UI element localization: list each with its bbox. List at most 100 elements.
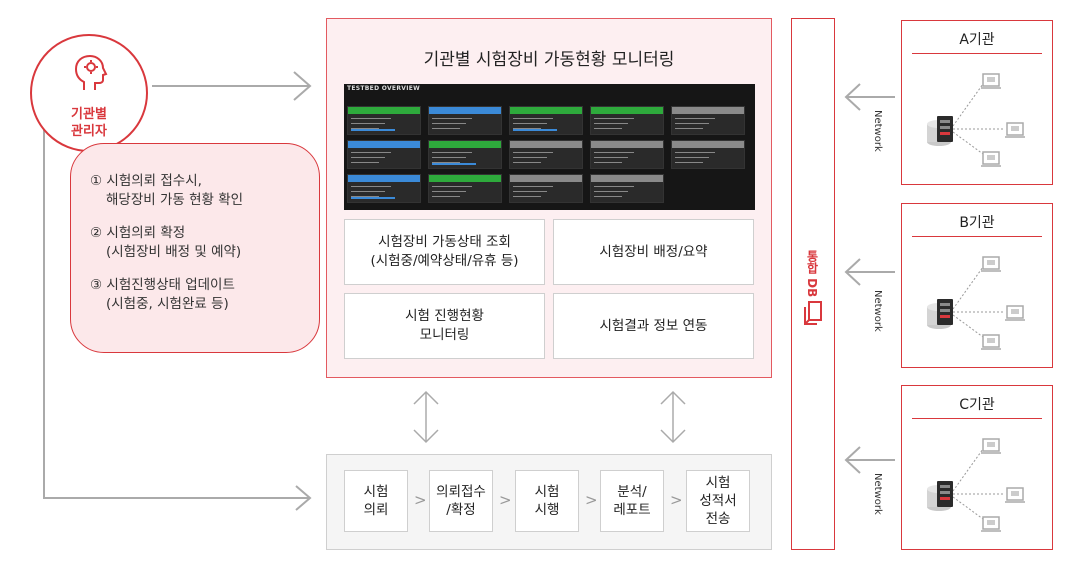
chevron-right-icon: >	[414, 491, 427, 509]
step-3: ③ 시험진행상태 업데이트 (시험중, 시험완료 등)	[90, 276, 310, 314]
dashboard-thumbnail: TESTBED OVERVIEW	[344, 84, 755, 210]
manager-label: 기관별 관리자	[32, 106, 146, 140]
org-b-box: B기관	[901, 203, 1053, 368]
org-a-box: A기관	[901, 20, 1053, 185]
dashboard-card-line	[432, 196, 460, 197]
dashboard-card-header	[591, 175, 663, 182]
dashboard-card-line	[594, 191, 628, 192]
dashboard-card-line	[594, 157, 628, 158]
network-label-c: Network	[872, 473, 883, 515]
dashboard-card	[347, 174, 421, 203]
org-b-divider	[912, 236, 1042, 237]
function-4-line1: 시험결과 정보 연동	[599, 317, 708, 334]
dashboard-card-line	[513, 157, 547, 158]
process-step-1-line2: 의뢰	[363, 502, 389, 518]
manager-label-line1: 기관별	[71, 107, 107, 122]
org-a-network	[927, 73, 1025, 167]
process-step-4-line2: 레포트	[613, 502, 651, 518]
function-2-line1: 시험장비 배정/요약	[599, 243, 708, 260]
dashboard-card-line	[513, 162, 541, 163]
dashboard-card-line	[513, 186, 553, 187]
double-arrow-left	[413, 390, 439, 444]
dashboard-card-line	[513, 123, 547, 124]
chevron-right-icon: >	[670, 491, 683, 509]
dashboard-card-progress	[513, 129, 557, 131]
server-icon	[927, 116, 953, 146]
process-step-5-line1: 시험	[705, 475, 731, 491]
dashboard-card	[590, 106, 664, 135]
process-step-3-line1: 시험	[534, 484, 560, 500]
dashboard-card-line	[675, 152, 715, 153]
equipment-icon	[981, 516, 1001, 532]
dashboard-card-line	[675, 157, 709, 158]
dashboard-card-line	[675, 162, 703, 163]
dashboard-card	[671, 106, 745, 135]
org-a-arrow	[844, 83, 895, 111]
dashboard-card-header	[510, 107, 582, 114]
network-label-a: Network	[872, 110, 883, 152]
org-c-box: C기관	[901, 385, 1053, 550]
dashboard-card-line	[432, 191, 466, 192]
dashboard-card-line	[513, 191, 547, 192]
dashboard-card-header	[348, 107, 420, 114]
server-icon	[927, 481, 953, 511]
org-c-network	[927, 438, 1025, 532]
network-label-b: Network	[872, 290, 883, 332]
chevron-right-icon: >	[499, 491, 512, 509]
equipment-icon	[981, 256, 1001, 272]
dashboard-card-header	[672, 141, 744, 148]
dashboard-card-line	[513, 196, 541, 197]
step-1-line2: 해당장비 가동 현황 확인	[106, 192, 244, 208]
dashboard-card	[428, 174, 502, 203]
dashboard-card-line	[432, 186, 472, 187]
equipment-icon	[1005, 487, 1025, 503]
dashboard-card-line	[513, 118, 553, 119]
dashboard-card-line	[594, 118, 634, 119]
dashboard-card-header	[348, 141, 420, 148]
org-b-network	[927, 256, 1025, 350]
org-b-arrow	[844, 258, 895, 286]
dashboard-card-line	[594, 162, 622, 163]
dashboard-card-line	[675, 128, 703, 129]
org-c-divider	[912, 418, 1042, 419]
process-step-1-line1: 시험	[363, 484, 389, 500]
dashboard-card-line	[594, 152, 634, 153]
dashboard-card	[347, 106, 421, 135]
dashboard-card-line	[432, 118, 472, 119]
org-c-title: C기관	[959, 397, 995, 413]
dashboard-card-header	[672, 107, 744, 114]
network-link	[952, 131, 984, 155]
manager-label-line2: 관리자	[71, 124, 107, 139]
step-2-line2: (시험장비 배정 및 예약)	[106, 244, 242, 260]
function-3-line1: 시험 진행현황	[405, 308, 484, 324]
head-gear-icon	[74, 54, 108, 90]
org-internals	[927, 73, 1025, 532]
network-link	[952, 314, 984, 338]
monitoring-title: 기관별 시험장비 가동현황 모니터링	[423, 50, 675, 70]
dashboard-card-line	[351, 196, 379, 197]
function-status-query: 시험장비 가동상태 조회(시험중/예약상태/유휴 등)	[344, 219, 545, 285]
manager-circle: 기관별 관리자	[30, 34, 148, 152]
dashboard-card	[509, 106, 583, 135]
dashboard-card-line	[351, 128, 379, 129]
function-assignment: 시험장비 배정/요약	[553, 219, 754, 285]
dashboard-card-header	[591, 107, 663, 114]
dashboard-card-line	[351, 162, 379, 163]
dashboard-card-header	[429, 175, 501, 182]
network-link	[952, 496, 984, 520]
step-2: ② 시험의뢰 확정 (시험장비 배정 및 예약)	[90, 224, 310, 262]
server-icon	[927, 299, 953, 329]
function-1-line1: 시험장비 가동상태 조회	[378, 234, 511, 250]
dashboard-card-line	[351, 157, 385, 158]
step-1-line1: ① 시험의뢰 접수시,	[90, 173, 202, 189]
dashboard-card	[509, 174, 583, 203]
equipment-icon	[981, 73, 1001, 89]
equipment-icon	[981, 438, 1001, 454]
org-a-divider	[912, 53, 1042, 54]
org-c-arrow	[844, 446, 895, 474]
equipment-icon	[1005, 122, 1025, 138]
